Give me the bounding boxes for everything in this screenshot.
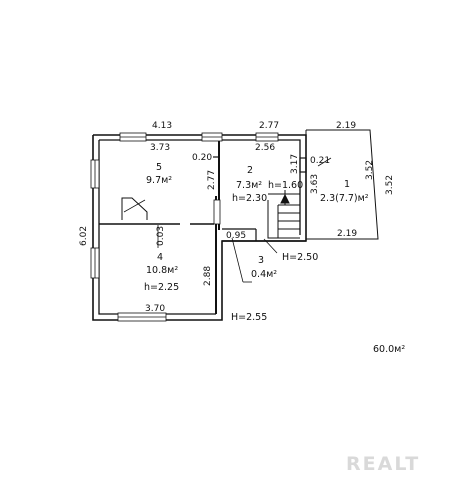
room3-area: 0.4м² — [251, 269, 277, 280]
inner-wall-top — [99, 139, 301, 235]
dim-right-outer: 3.52 — [385, 175, 395, 195]
staircase — [267, 190, 300, 239]
column — [299, 157, 307, 173]
dim-partition-2: 0.21 — [310, 156, 330, 166]
room4-height: h=2.25 — [144, 282, 179, 293]
dim-bottom-width: 3.70 — [145, 304, 165, 314]
dim-room2-right2: 3.63 — [310, 174, 320, 194]
dim-top-left-inner: 3.73 — [150, 143, 170, 153]
dim-top-mid-outer: 2.77 — [259, 121, 279, 131]
dim-partition-4: 0.03 — [156, 226, 166, 246]
dim-top-right: 2.19 — [336, 121, 356, 131]
room2-height-stair: h=1.60 — [268, 180, 303, 191]
window-partition — [213, 199, 221, 225]
height-main: H=2.55 — [231, 312, 267, 323]
dim-room4-right: 2.88 — [203, 266, 213, 286]
annex-outline — [306, 129, 379, 240]
room2-area: 7.3м² — [236, 180, 262, 191]
realt-watermark: REALT — [346, 453, 420, 475]
room1-number: 1 — [344, 179, 350, 190]
dim-top-left-outer: 4.13 — [152, 121, 172, 131]
dim-room2-left: 2.77 — [207, 170, 217, 190]
room2-height: h=2.30 — [232, 193, 267, 204]
dim-partition-1: 0.20 — [192, 153, 212, 163]
dim-bottom-right: 2.19 — [337, 229, 357, 239]
room1-area: 2.3(7.7)м² — [320, 193, 369, 204]
dim-top-mid-inner: 2.56 — [255, 143, 275, 153]
stair-arrow-icon — [280, 193, 290, 204]
room5-number: 5 — [156, 162, 162, 173]
annex-walls — [305, 129, 379, 240]
inner-wall-left — [98, 140, 216, 315]
room2-number: 2 — [247, 165, 253, 176]
room4-area: 10.8м² — [146, 265, 178, 276]
height-annex: H=2.50 — [282, 252, 318, 263]
leader-lines — [231, 157, 332, 283]
dim-left-height: 6.02 — [79, 226, 89, 246]
dim-room2-right: 3.17 — [290, 154, 300, 174]
total-area: 60.0м² — [373, 344, 405, 355]
room4-number: 4 — [157, 252, 163, 263]
room5-area: 9.7м² — [146, 175, 172, 186]
stair-room5 — [121, 197, 159, 248]
dim-right-inner: 3.52 — [365, 160, 375, 180]
room3-number: 3 — [258, 255, 264, 266]
windows — [90, 132, 279, 322]
dim-partition-3: 0.95 — [226, 231, 246, 241]
